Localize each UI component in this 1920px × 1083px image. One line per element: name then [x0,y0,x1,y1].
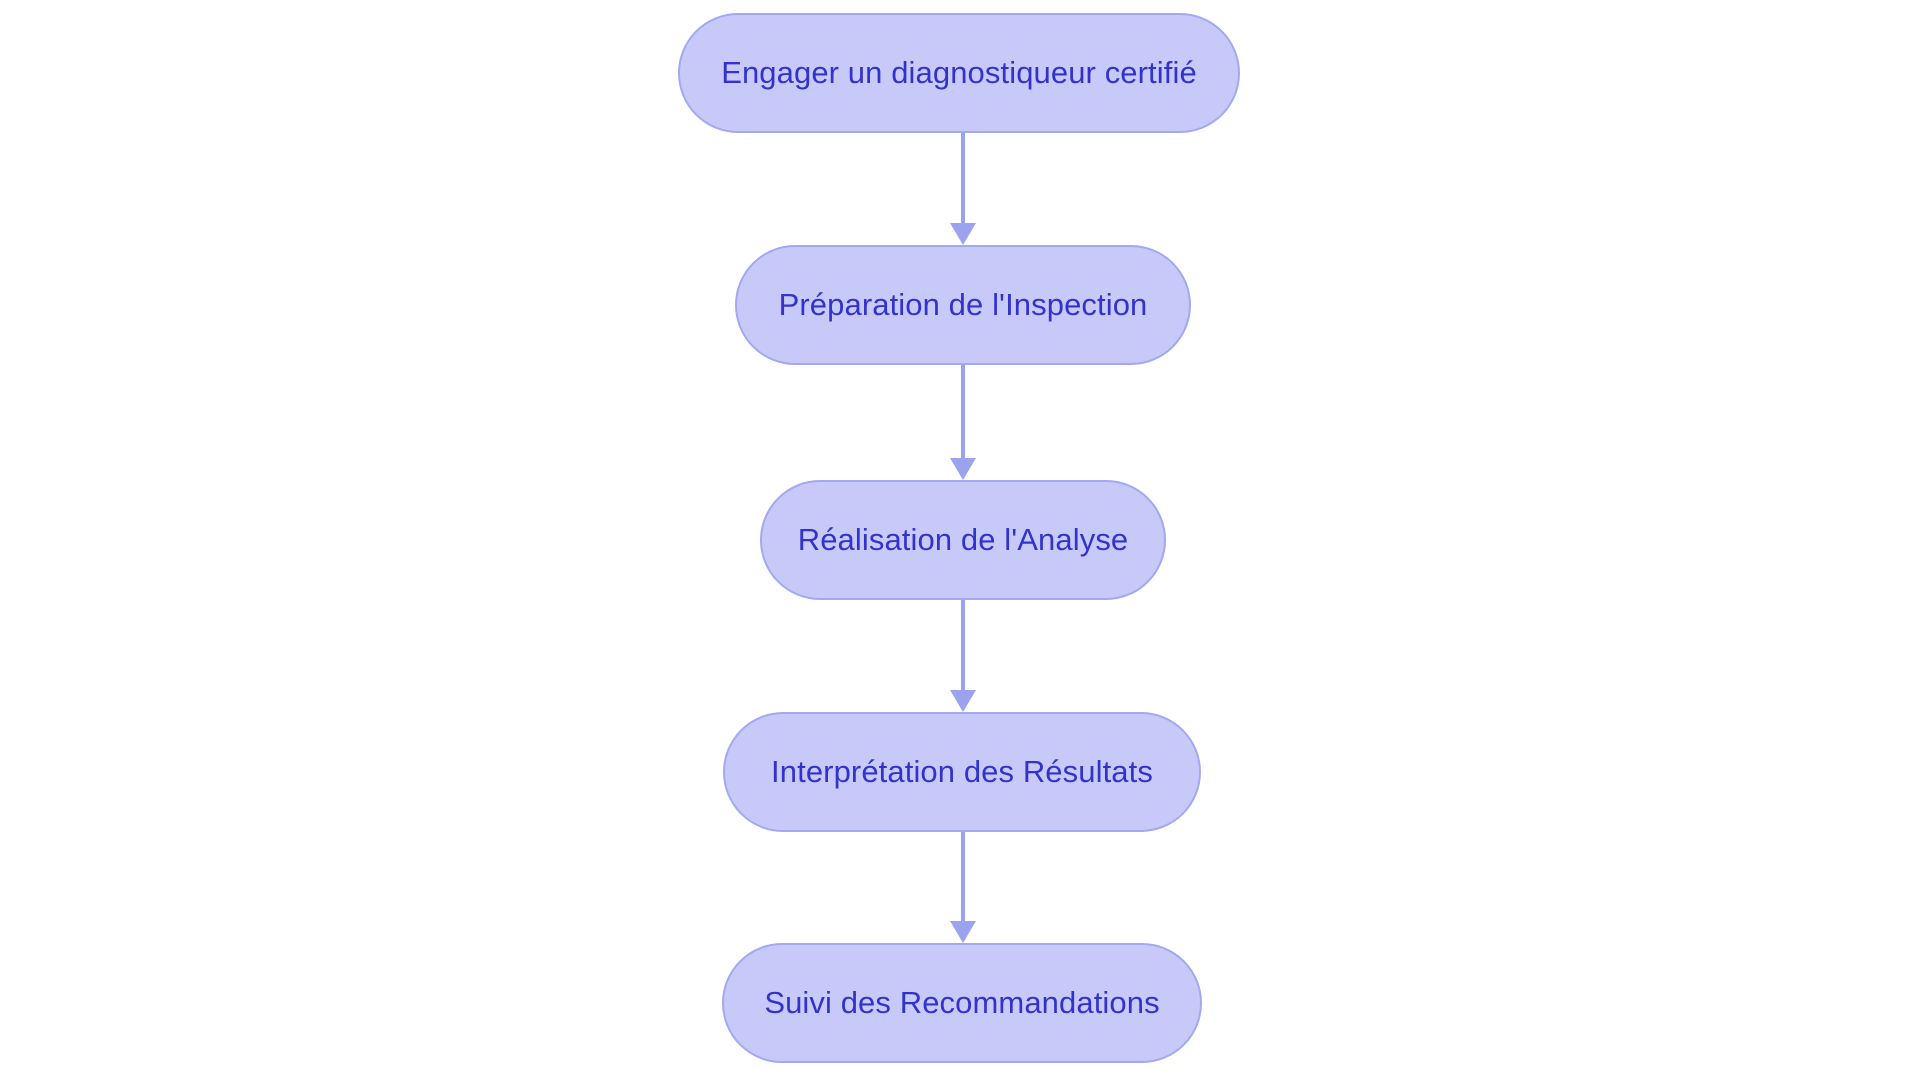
flow-node-label: Interprétation des Résultats [771,753,1153,789]
arrow-down-icon [950,921,976,943]
flow-node-label: Réalisation de l'Analyse [797,521,1129,557]
flow-node-engager-diagnostiqueur[interactable]: Engager un diagnostiqueur certifié [678,13,1240,133]
flow-connector-4 [950,832,976,943]
flow-node-suivi-recommandations[interactable]: Suivi des Recommandations [722,943,1202,1063]
arrow-down-icon [950,690,976,712]
flow-node-label: Suivi des Recommandations [764,984,1160,1020]
flow-node-label: Engager un diagnostiqueur certifié [721,54,1197,90]
flow-connector-1 [950,133,976,245]
flow-node-realisation-analyse[interactable]: Réalisation de l'Analyse [760,480,1166,600]
flow-connector-3 [950,600,976,712]
arrow-down-icon [950,458,976,480]
arrow-down-icon [950,223,976,245]
flow-node-label: Préparation de l'Inspection [778,286,1148,322]
flow-node-interpretation-resultats[interactable]: Interprétation des Résultats [723,712,1201,832]
flow-connector-2 [950,365,976,480]
connector-line [961,832,965,921]
connector-line [961,600,965,690]
flow-node-preparation-inspection[interactable]: Préparation de l'Inspection [735,245,1191,365]
connector-line [961,133,965,223]
connector-line [961,365,965,458]
